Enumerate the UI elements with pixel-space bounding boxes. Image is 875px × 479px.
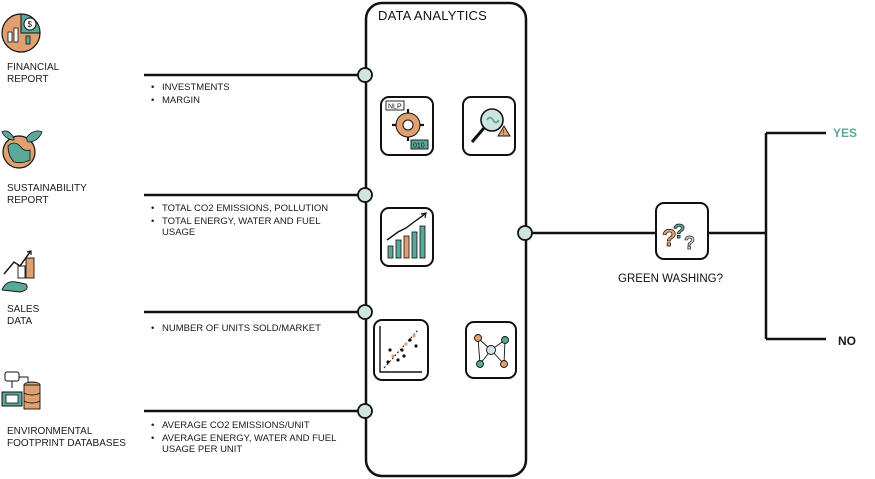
- financial-input-node: [357, 67, 373, 83]
- sales-growth-icon: [1, 250, 35, 293]
- yes-outcome-label: YES: [833, 126, 858, 140]
- database-network-icon: [1, 371, 41, 410]
- sales-bullet-list: NUMBER OF UNITS SOLD/MARKET: [148, 323, 354, 336]
- svg-text:?: ?: [662, 225, 677, 252]
- output-node: [517, 225, 533, 241]
- panel-title: DATA ANALYTICS: [378, 8, 487, 23]
- nlp-gear-icon: NLP 010: [380, 96, 434, 156]
- scatter-plot-icon: [373, 319, 429, 381]
- financial-bullet-list: INVESTMENTS MARGIN: [148, 82, 348, 108]
- environmental-input-node: [357, 403, 373, 419]
- question-marks-icon: ? ? ?: [655, 202, 709, 260]
- sustainability-globe-icon: [1, 130, 43, 169]
- svg-text:$: $: [28, 20, 33, 29]
- svg-text:?: ?: [684, 233, 695, 253]
- financial-report-label: FINANCIAL REPORT: [7, 62, 60, 85]
- svg-text:!: !: [503, 130, 505, 137]
- list-item: NUMBER OF UNITS SOLD/MARKET: [148, 323, 354, 334]
- sustainability-input-node: [357, 187, 373, 203]
- growth-bar-chart-icon: [380, 207, 434, 267]
- sales-input-node: [357, 304, 373, 320]
- list-item: AVERAGE CO2 EMISSIONS/UNIT: [148, 420, 354, 431]
- sustainability-bullet-list: TOTAL CO2 EMISSIONS, POLLUTION TOTAL ENE…: [148, 203, 354, 240]
- network-graph-icon: [465, 321, 517, 379]
- sales-data-label: SALES DATA: [7, 304, 40, 327]
- svg-text:?: ?: [673, 221, 685, 243]
- environmental-footprint-label: ENVIRONMENTAL FOOTPRINT DATABASES: [7, 426, 126, 449]
- decision-label: GREEN WASHING?: [618, 273, 724, 285]
- magnifier-warning-icon: !: [462, 96, 516, 156]
- list-item: TOTAL CO2 EMISSIONS, POLLUTION: [148, 203, 354, 214]
- binary-badge-text: 010: [413, 143, 425, 150]
- list-item: TOTAL ENERGY, WATER AND FUEL USAGE: [148, 216, 354, 238]
- list-item: AVERAGE ENERGY, WATER AND FUEL USAGE PER…: [148, 433, 354, 455]
- no-outcome-label: NO: [838, 334, 856, 348]
- list-item: MARGIN: [148, 95, 348, 106]
- financial-report-icon: $: [1, 13, 41, 53]
- sustainability-report-label: SUSTAINABILITY REPORT: [7, 183, 87, 206]
- environmental-bullet-list: AVERAGE CO2 EMISSIONS/UNIT AVERAGE ENERG…: [148, 420, 354, 457]
- list-item: INVESTMENTS: [148, 82, 348, 93]
- nlp-badge-text: NLP: [388, 104, 402, 111]
